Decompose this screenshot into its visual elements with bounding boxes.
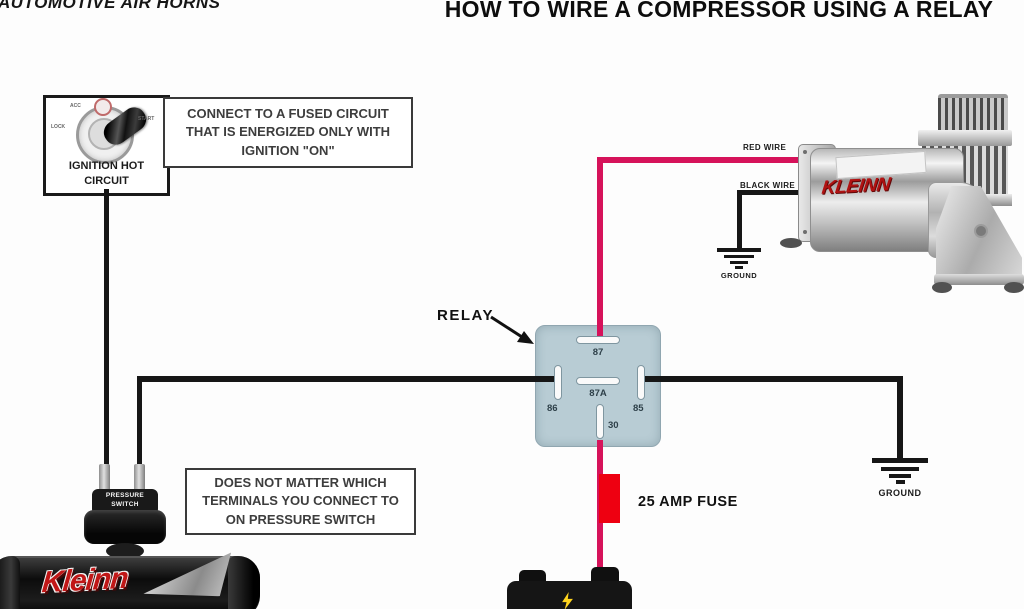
tank-brand-logo: Kleinn	[40, 561, 130, 600]
ground-symbol-bar	[889, 474, 911, 478]
wire-compressor-black	[737, 190, 808, 195]
ground-symbol	[872, 458, 928, 463]
black-wire-label: BLACK WIRE	[740, 181, 796, 190]
wire-relay-85-to-ground	[644, 376, 903, 382]
relay-terminal-85-label: 85	[633, 403, 644, 414]
ignition-indicator-ring	[94, 98, 112, 116]
pressure-switch-base	[84, 510, 166, 544]
relay-terminal-85	[637, 365, 645, 400]
wire-crimp-connector	[134, 464, 145, 492]
ignition-hot-circuit-label: IGNITION HOT CIRCUIT	[68, 160, 145, 187]
wire-pressure-switch-riser	[137, 378, 142, 471]
lightning-bolt-icon	[562, 592, 573, 609]
wire-ground-drop	[897, 376, 903, 458]
air-tank-end-cap	[228, 556, 260, 609]
wire-crimp-connector	[99, 464, 110, 492]
relay-terminal-86	[554, 365, 562, 400]
relay-terminal-86-label: 86	[547, 403, 558, 414]
compressor-foot	[1004, 282, 1024, 293]
compressor-foot	[932, 282, 952, 293]
relay-terminal-87a-label: 87A	[589, 388, 607, 399]
ground-symbol-bar	[896, 480, 905, 484]
brand-text: AUTOMOTIVE AIR HORNS	[0, 0, 221, 12]
air-tank-end-cap	[0, 556, 20, 609]
compressor-head-collar	[918, 130, 1012, 146]
wire-to-relay-86	[137, 376, 560, 382]
ignition-position-acc: ACC	[70, 103, 81, 109]
ground-symbol-bar	[730, 261, 748, 264]
pressure-switch-note: DOES NOT MATTER WHICH TERMINALS YOU CONN…	[185, 468, 416, 535]
battery-terminal-positive	[591, 567, 619, 583]
relay-terminal-87-label: 87	[592, 347, 604, 358]
compressor-ground-symbol	[717, 248, 761, 252]
relay-pointer-arrow	[490, 315, 534, 344]
relay-terminal-30	[596, 404, 604, 439]
relay-terminal-87a	[576, 377, 620, 385]
ground-label-compressor: GROUND	[720, 271, 758, 280]
fuse-label: 25 AMP FUSE	[638, 494, 738, 510]
ignition-position-lock: LOCK	[51, 124, 66, 130]
ground-symbol-bar	[881, 467, 919, 471]
compressor-brand-logo: KLEINN	[820, 174, 892, 199]
ignition-position-start: START	[138, 116, 155, 122]
relay-label: RELAY	[437, 307, 494, 324]
ground-symbol-bar	[724, 255, 754, 258]
pressure-switch-cap	[106, 543, 144, 559]
compressor-base	[934, 274, 1024, 285]
ignition-hot-circuit-box: ACC LOCK START IGNITION HOT CIRCUIT	[43, 95, 170, 196]
pressure-switch-label: PRESSURE SWITCH	[105, 492, 145, 508]
wire-compressor-ground-drop	[737, 190, 742, 248]
fused-circuit-note: CONNECT TO A FUSED CIRCUIT THAT IS ENERG…	[163, 97, 413, 168]
relay-terminal-30-label: 30	[608, 420, 619, 431]
wire-compressor-red	[597, 157, 808, 163]
wire-ignition-to-pressure-switch	[104, 189, 109, 471]
ground-symbol-bar	[735, 266, 743, 269]
battery	[507, 581, 632, 609]
page-title: HOW TO WIRE A COMPRESSOR USING A RELAY	[444, 0, 994, 22]
wire-red-to-relay-87	[597, 157, 603, 341]
compressor-photo: KLEINN	[778, 86, 1024, 300]
fuse-25amp	[599, 474, 620, 523]
compressor-foot	[780, 238, 802, 248]
bracket-hole	[974, 224, 988, 238]
relay-terminal-87	[576, 336, 620, 344]
ground-label-relay: GROUND	[878, 488, 922, 498]
battery-terminal-negative	[519, 570, 546, 584]
red-wire-label: RED WIRE	[743, 143, 787, 152]
